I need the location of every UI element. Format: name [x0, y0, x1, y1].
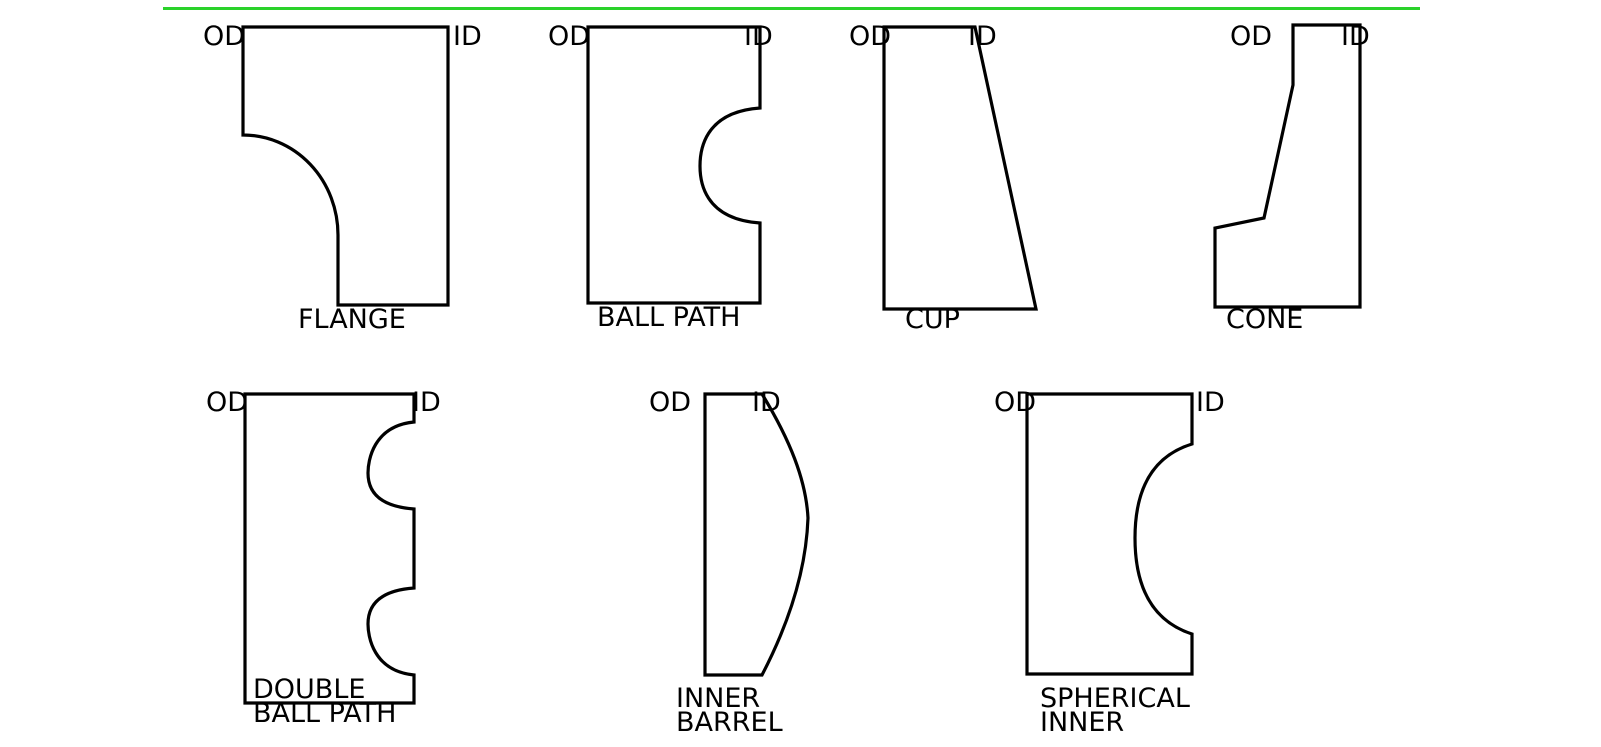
id-label-flange: ID	[453, 21, 482, 52]
profile-outline-spherical_inner	[1025, 392, 1194, 676]
profile-outline-inner_barrel	[703, 392, 810, 677]
od-label-ball_path: OD	[548, 21, 590, 52]
caption-cup: CUP	[905, 304, 960, 335]
profile-outline-cup	[882, 25, 1038, 311]
id-label-inner_barrel: ID	[752, 387, 781, 418]
id-label-ball_path: ID	[744, 21, 773, 52]
figure-cone	[1213, 23, 1362, 309]
od-label-spherical_inner: OD	[994, 387, 1036, 418]
figure-spherical_inner	[1025, 392, 1194, 676]
caption-spherical_inner-line2: INNER	[1040, 707, 1124, 738]
figure-double_ball_path	[243, 392, 416, 705]
figure-flange	[241, 25, 450, 307]
figure-cup	[882, 25, 1038, 311]
od-label-double_ball_path: OD	[206, 387, 248, 418]
od-label-cone: OD	[1230, 21, 1272, 52]
top-green-rule	[163, 7, 1420, 10]
profile-outline-ball_path	[586, 25, 762, 305]
od-label-inner_barrel: OD	[649, 387, 691, 418]
figure-ball_path	[586, 25, 762, 305]
od-label-cup: OD	[849, 21, 891, 52]
od-label-flange: OD	[203, 21, 245, 52]
labels-layer: OD ID FLANGE OD ID BALL PATH OD ID CUP OD ID CONE OD…	[203, 21, 1370, 738]
id-label-double_ball_path: ID	[412, 387, 441, 418]
figures-layer	[241, 23, 1362, 705]
caption-double_ball_path-line1: DOUBLE	[253, 674, 365, 705]
caption-ball_path: BALL PATH	[597, 302, 740, 333]
id-label-spherical_inner: ID	[1196, 387, 1225, 418]
caption-inner_barrel-line2: BARREL	[676, 707, 783, 738]
caption-double_ball_path-line2: BALL PATH	[253, 698, 396, 729]
caption-spherical_inner-line1: SPHERICAL	[1040, 683, 1190, 714]
figure-inner_barrel	[703, 392, 810, 677]
id-label-cone: ID	[1341, 21, 1370, 52]
caption-cone: CONE	[1226, 304, 1303, 335]
id-label-cup: ID	[968, 21, 997, 52]
profile-outline-cone	[1213, 23, 1362, 309]
profile-outline-flange	[241, 25, 450, 307]
caption-flange: FLANGE	[298, 304, 406, 335]
profile-outline-double_ball_path	[243, 392, 416, 705]
caption-inner_barrel-line1: INNER	[676, 683, 760, 714]
